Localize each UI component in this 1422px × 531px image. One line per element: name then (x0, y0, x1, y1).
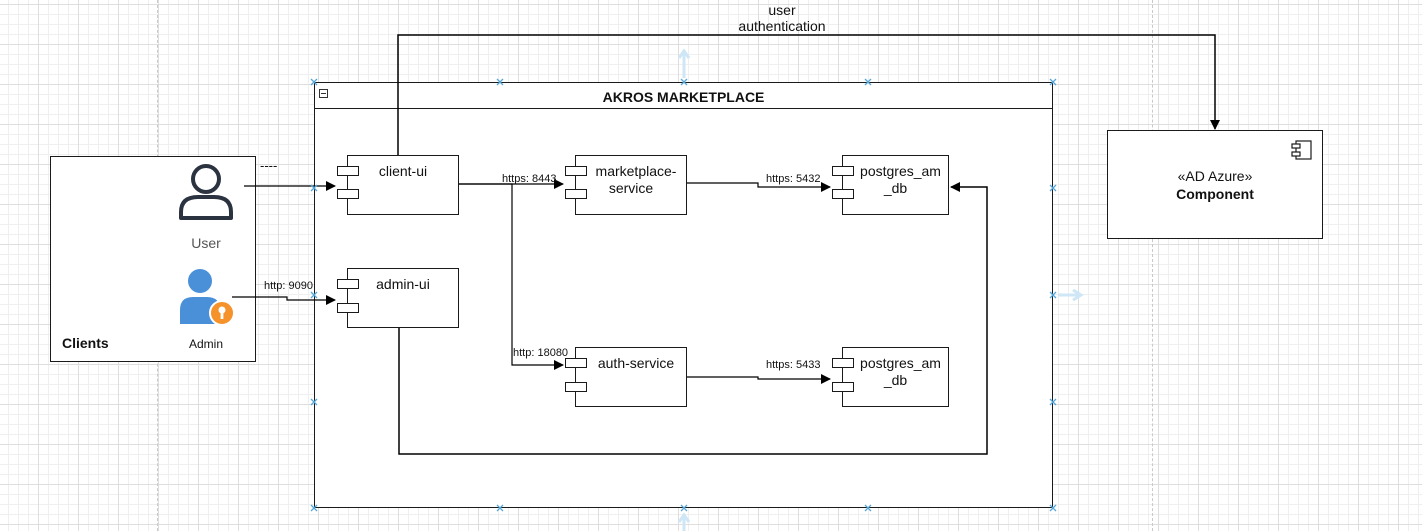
auth-port-top (565, 358, 587, 368)
ad-azure-component[interactable] (1107, 130, 1323, 239)
ad-azure-name: Component (1176, 186, 1254, 202)
clients-box[interactable] (50, 156, 256, 362)
container-header-divider (314, 108, 1053, 109)
guide-arrow-bottom (677, 512, 691, 531)
admin-label: Admin (188, 337, 223, 351)
admin-icon[interactable] (178, 266, 238, 328)
auth-port-bottom (565, 382, 587, 392)
label-https-5433: https: 5433 (766, 359, 821, 371)
edge-auth-to-postgres2 (687, 374, 831, 384)
auth-service-label: auth-service (597, 355, 675, 371)
label-http-18080: http: 18080 (513, 347, 569, 359)
auth-label-line1: user (768, 2, 796, 18)
page-guide-right (1152, 0, 1153, 531)
client-ui-port-bottom (337, 189, 359, 199)
postgres-am-db-2[interactable] (842, 347, 949, 407)
marketplace-port-top (565, 166, 587, 176)
component-icon (1291, 140, 1313, 160)
selection-handles (310, 78, 1057, 512)
admin-ui-label: admin-ui (376, 276, 430, 292)
user-icon[interactable] (176, 162, 236, 222)
edge-user-authentication (397, 34, 1220, 155)
marketplace-label-2: service (608, 180, 654, 196)
collapse-icon[interactable] (319, 89, 328, 98)
postgres2-port-bottom (832, 382, 854, 392)
ad-azure-stereotype: «AD Azure» (1177, 168, 1253, 184)
label-https-8443: https: 8443 (502, 173, 557, 185)
postgres1-port-bottom (832, 189, 854, 199)
user-dashes-label: ---- (260, 158, 278, 173)
postgres1-label-1: postgres_am (860, 163, 941, 179)
container-title: AKROS MARKETPLACE (602, 89, 765, 105)
marketplace-label-1: marketplace- (595, 163, 677, 179)
postgres2-label-2: _db (883, 372, 908, 388)
user-label: User (191, 235, 221, 251)
postgres2-label-1: postgres_am (860, 355, 941, 371)
auth-service-component[interactable] (575, 347, 687, 407)
postgres2-port-top (832, 358, 854, 368)
admin-ui-port-bottom (337, 303, 359, 313)
edge-marketplace-to-postgres1 (687, 182, 831, 192)
edge-admin-to-admin-ui (232, 295, 336, 305)
admin-ui-port-top (337, 279, 359, 289)
label-http-9090: http: 9090 (264, 280, 313, 292)
auth-label-line2: authentication (738, 18, 826, 34)
guide-arrow-top (677, 48, 691, 78)
edge-admin-ui-to-postgres1 (398, 182, 988, 455)
postgres-am-db-1[interactable] (842, 155, 949, 215)
marketplace-port-bottom (565, 189, 587, 199)
client-ui-label: client-ui (378, 163, 428, 179)
label-https-5432: https: 5432 (766, 173, 821, 185)
clients-label: Clients (62, 335, 109, 351)
client-ui-port-top (337, 166, 359, 176)
postgres1-label-2: _db (883, 180, 908, 196)
client-ui-component[interactable] (347, 155, 459, 215)
admin-ui-component[interactable] (347, 268, 459, 328)
marketplace-service-component[interactable] (575, 155, 687, 215)
guide-arrow-right (1058, 288, 1084, 302)
postgres1-port-top (832, 166, 854, 176)
edge-client-ui-to-auth (459, 183, 564, 370)
